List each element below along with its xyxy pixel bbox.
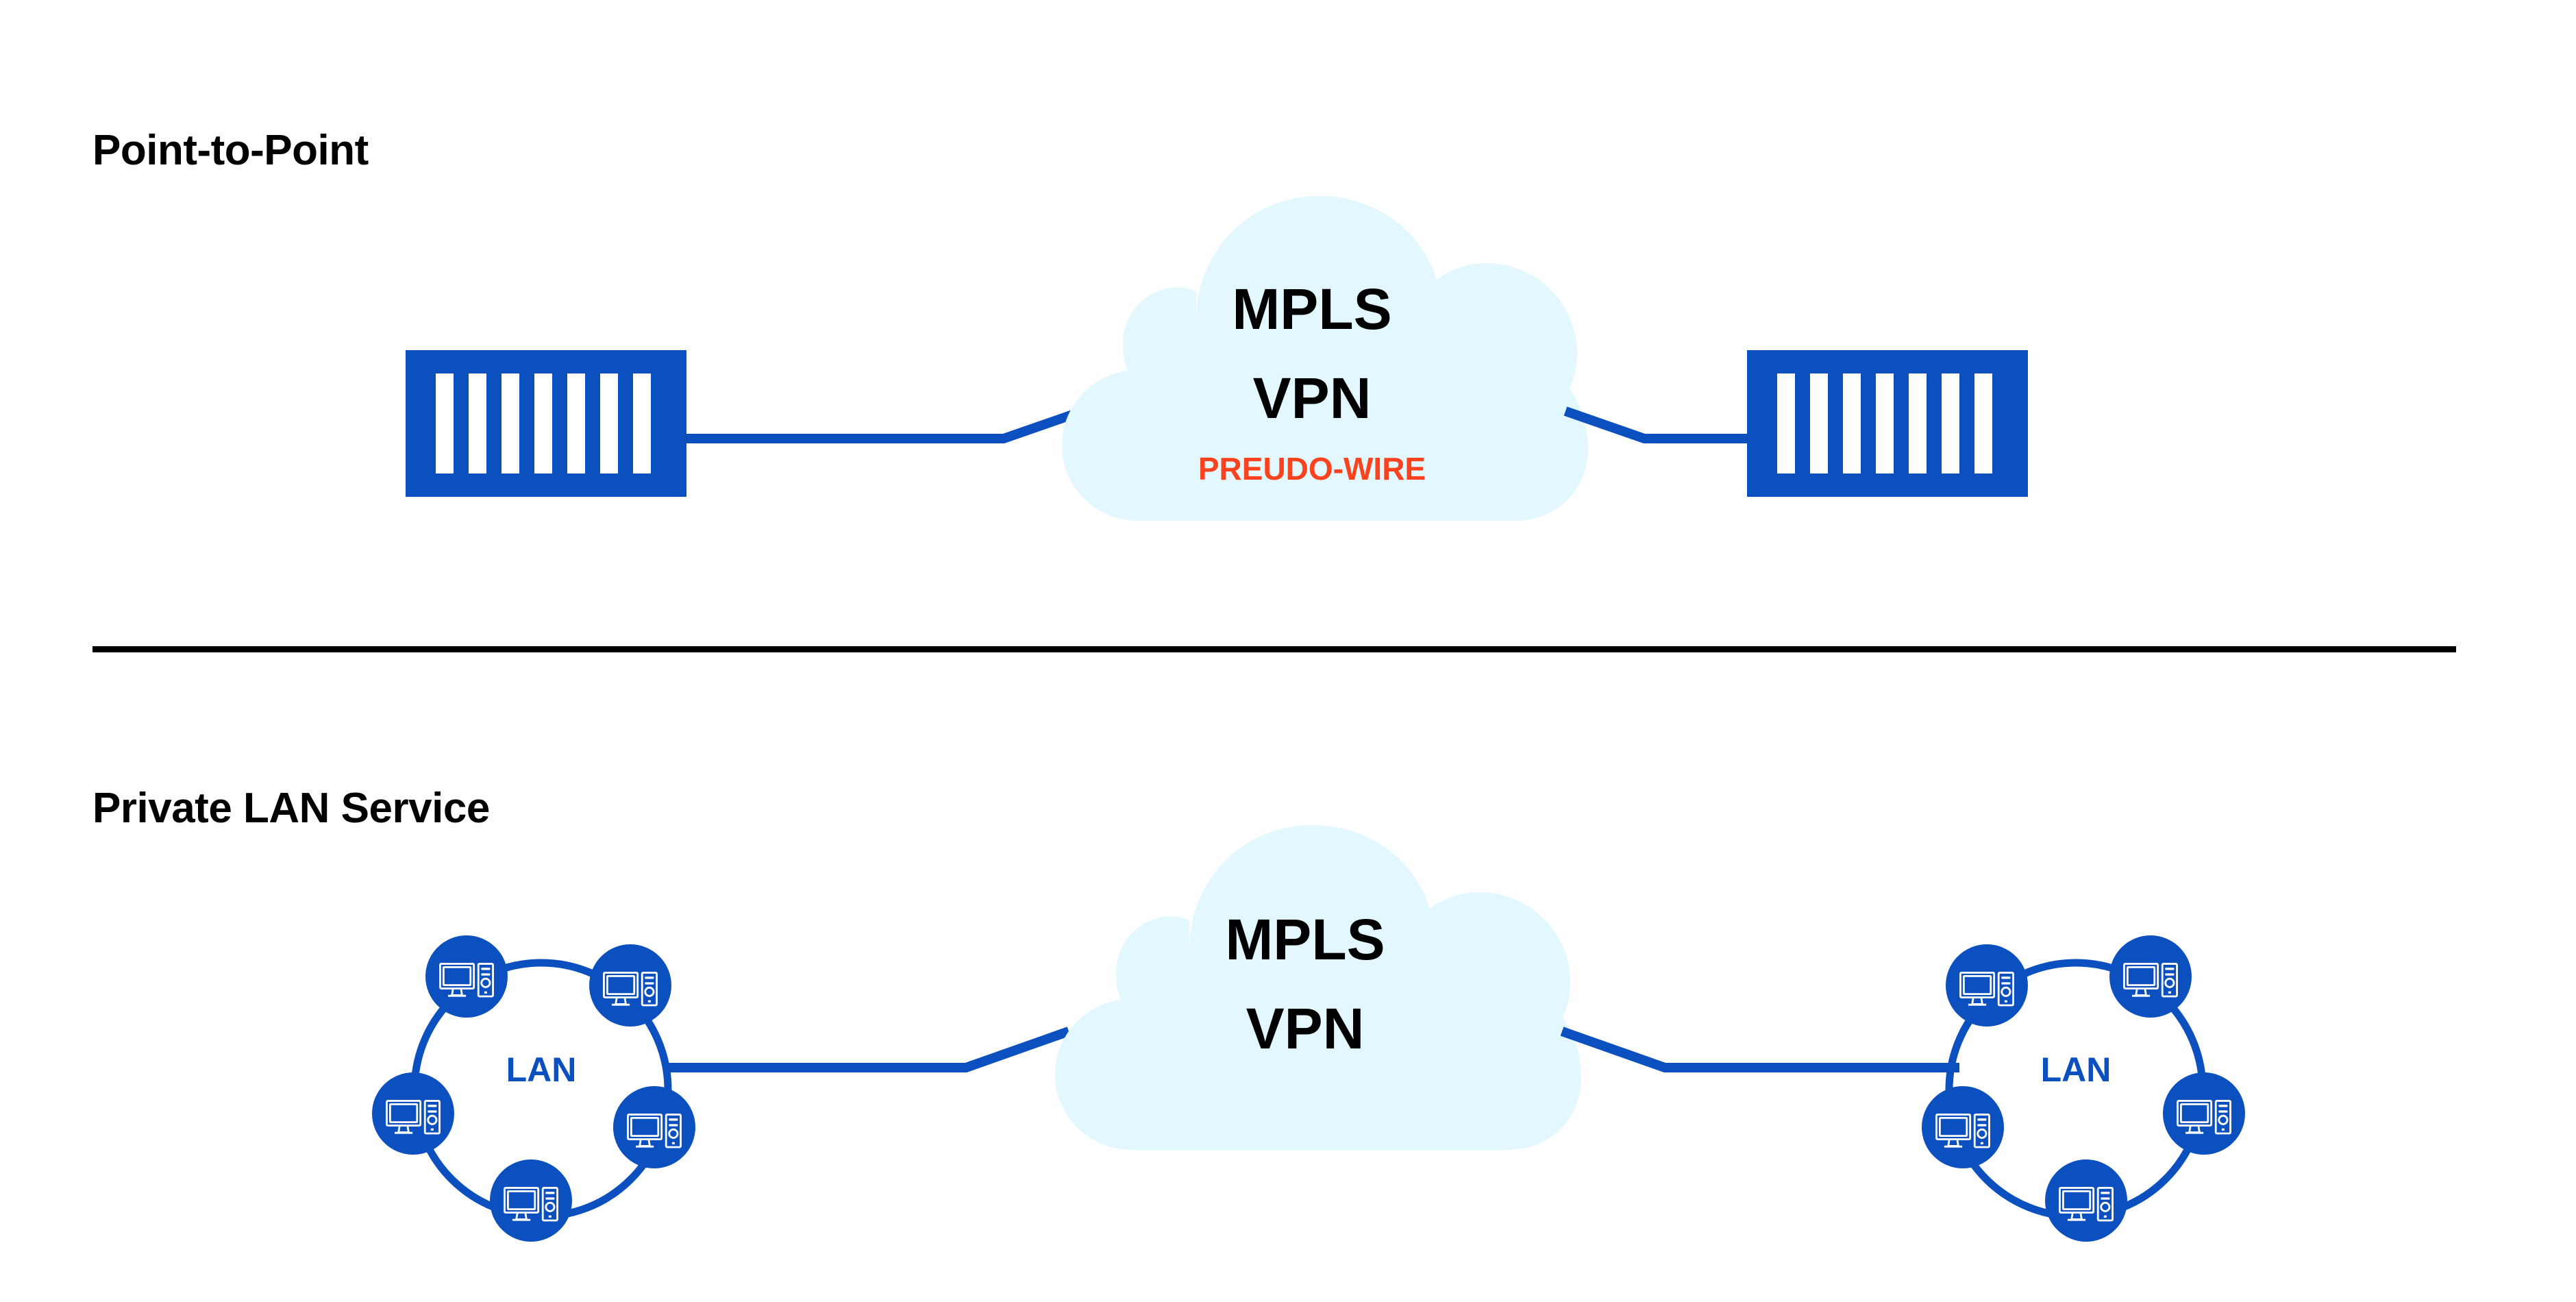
lan-ring-right-label: LAN: [2041, 1051, 2111, 1089]
link-left-p2p: [685, 406, 1085, 443]
section-private-lan-service: Private LAN Service LAN: [92, 785, 2245, 1242]
cloud-title-line-2: VPN: [1253, 366, 1372, 430]
lan-node-left-3[interactable]: [372, 1072, 454, 1155]
cloud-mpls-vpn-pls: MPLS VPN: [1055, 825, 1581, 1150]
switch-left-p2p[interactable]: [406, 350, 686, 497]
lan-node-left-1[interactable]: [425, 935, 508, 1018]
lan-node-right-4[interactable]: [2163, 1072, 2245, 1155]
link-left-pls: [665, 1027, 1071, 1072]
cloud-mpls-vpn-p2p: MPLS VPN PREUDO-WIRE: [1062, 196, 1588, 521]
lan-node-right-3[interactable]: [1922, 1086, 2004, 1168]
lan-node-left-5[interactable]: [490, 1159, 572, 1242]
lan-node-right-2[interactable]: [2109, 935, 2192, 1018]
lan-ring-left: LAN: [372, 935, 695, 1242]
link-right-pls: [1560, 1027, 1959, 1072]
cloud-title-line-1-pls: MPLS: [1225, 907, 1385, 972]
switch-right-p2p[interactable]: [1747, 350, 2028, 497]
link-right-p2p: [1563, 406, 1748, 443]
lan-node-left-4[interactable]: [613, 1086, 695, 1168]
cloud-sublabel-pseudo-wire: PREUDO-WIRE: [1198, 451, 1426, 487]
cloud-title-line-1: MPLS: [1232, 277, 1391, 341]
cloud-title-line-2-pls: VPN: [1246, 996, 1365, 1061]
lan-node-right-5[interactable]: [2045, 1159, 2127, 1242]
section-point-to-point: Point-to-Point MPLS VPN PREUDO-WIRE: [92, 127, 2028, 521]
lan-node-right-1[interactable]: [1946, 944, 2028, 1027]
lan-node-left-2[interactable]: [589, 944, 671, 1027]
lan-ring-right: LAN: [1922, 935, 2245, 1242]
lan-ring-left-label: LAN: [506, 1051, 577, 1089]
section-title-private-lan-service: Private LAN Service: [92, 785, 490, 832]
section-title-point-to-point: Point-to-Point: [92, 127, 369, 174]
section-divider: [92, 646, 2456, 652]
